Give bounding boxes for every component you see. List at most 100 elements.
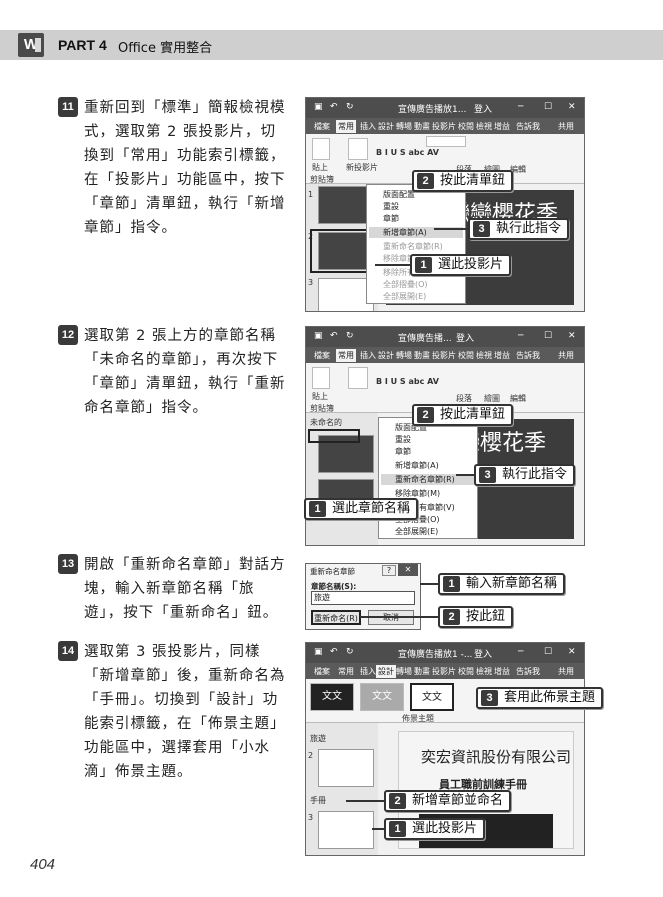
slide-thumbnail-1[interactable] xyxy=(318,186,374,224)
tab-slideshow[interactable]: 投影片 xyxy=(432,122,456,131)
login-link[interactable]: 登入 xyxy=(474,105,493,115)
menu-remove-section[interactable]: 移除章節(M) xyxy=(383,254,429,263)
theme-thumb-droplet[interactable]: 文文 xyxy=(410,683,454,711)
tab-review[interactable]: 校閱 xyxy=(458,122,474,131)
menu-add-section[interactable]: 新增章節(A) xyxy=(369,227,463,238)
tab-view[interactable]: 檢視 xyxy=(476,122,492,131)
tab-design[interactable]: 設計 xyxy=(378,351,394,360)
slide-thumbnail-2[interactable] xyxy=(318,749,374,787)
minimize-icon[interactable]: ─ xyxy=(518,647,524,657)
tab-design[interactable]: 設計 xyxy=(376,665,396,678)
tab-addins[interactable]: 增益 xyxy=(494,351,510,360)
login-link[interactable]: 登入 xyxy=(456,334,475,344)
tab-home[interactable]: 常用 xyxy=(338,667,354,676)
step-text: 重新回到「標準」簡報檢視模式，選取第 2 張投影片，切換到「常用」功能索引標籤，… xyxy=(84,100,286,236)
maximize-icon[interactable]: ☐ xyxy=(544,331,553,341)
minimize-icon[interactable]: ─ xyxy=(518,331,524,341)
menu-layout[interactable]: 版面配置 xyxy=(395,423,427,432)
new-slide-icon[interactable] xyxy=(348,367,368,389)
undo-icon[interactable]: ↶ xyxy=(330,331,338,341)
section-travel[interactable]: 旅遊 xyxy=(310,734,326,743)
tab-insert[interactable]: 插入 xyxy=(360,351,376,360)
tab-file[interactable]: 檔案 xyxy=(314,667,330,676)
share-button[interactable]: 共用 xyxy=(558,122,574,131)
menu-remove-all-sections[interactable]: 移除所有章節(V) xyxy=(395,503,455,512)
menu-rename-section[interactable]: 重新命名章節(R) xyxy=(383,242,443,251)
paste-icon[interactable] xyxy=(312,367,330,389)
menu-section[interactable]: 章節 xyxy=(395,447,411,456)
save-icon[interactable]: ▣ xyxy=(314,647,323,657)
tab-review[interactable]: 校閱 xyxy=(458,351,474,360)
tab-transitions[interactable]: 轉場 xyxy=(396,122,412,131)
section-name-label[interactable]: 未命名的 xyxy=(310,418,342,427)
tab-review[interactable]: 校閱 xyxy=(458,667,474,676)
redo-icon[interactable]: ↻ xyxy=(346,647,354,657)
undo-icon[interactable]: ↶ xyxy=(330,102,338,112)
tab-home[interactable]: 常用 xyxy=(336,120,356,133)
tab-slideshow[interactable]: 投影片 xyxy=(432,667,456,676)
redo-icon[interactable]: ↻ xyxy=(346,331,354,341)
tab-addins[interactable]: 增益 xyxy=(494,667,510,676)
tab-view[interactable]: 檢視 xyxy=(476,351,492,360)
maximize-icon[interactable]: ☐ xyxy=(544,102,553,112)
menu-reset[interactable]: 重設 xyxy=(395,435,411,444)
menu-reset[interactable]: 重設 xyxy=(383,202,399,211)
help-button[interactable]: ? xyxy=(382,565,396,576)
close-icon[interactable]: ✕ xyxy=(568,647,576,657)
share-button[interactable]: 共用 xyxy=(558,667,574,676)
menu-expand-all[interactable]: 全部展開(E) xyxy=(383,292,427,301)
share-button[interactable]: 共用 xyxy=(558,351,574,360)
menu-expand-all[interactable]: 全部展開(E) xyxy=(395,527,439,536)
slide-thumbnail-3[interactable] xyxy=(318,278,374,311)
dialog-close-button[interactable]: ✕ xyxy=(398,564,418,576)
tab-animations[interactable]: 動畫 xyxy=(414,351,430,360)
menu-collapse-all[interactable]: 全部摺疊(O) xyxy=(395,515,440,524)
tab-file[interactable]: 檔案 xyxy=(314,351,330,360)
save-icon[interactable]: ▣ xyxy=(314,331,323,341)
redo-icon[interactable]: ↻ xyxy=(346,102,354,112)
close-icon[interactable]: ✕ xyxy=(568,331,576,341)
tab-file[interactable]: 檔案 xyxy=(314,122,330,131)
new-slide-icon[interactable] xyxy=(348,138,368,160)
slide-thumbnail-pane: 1 2 3 xyxy=(306,184,378,311)
font-size-box[interactable] xyxy=(426,136,466,147)
theme-thumb-1[interactable]: 文文 xyxy=(310,683,354,711)
paste-icon[interactable] xyxy=(312,138,330,160)
tab-insert[interactable]: 插入 xyxy=(360,667,376,676)
menu-section[interactable]: 章節 xyxy=(383,214,399,223)
menu-add-section[interactable]: 新增章節(A) xyxy=(395,461,439,470)
tab-insert[interactable]: 插入 xyxy=(360,122,376,131)
section-name-input[interactable]: 旅遊 xyxy=(311,591,415,605)
menu-layout[interactable]: 版面配置 xyxy=(383,190,415,199)
menu-collapse-all[interactable]: 全部摺疊(O) xyxy=(383,280,428,289)
tab-transitions[interactable]: 轉場 xyxy=(396,667,412,676)
tell-me-box[interactable]: 告訴我 xyxy=(516,667,540,676)
undo-icon[interactable]: ↶ xyxy=(330,647,338,657)
section-handbook[interactable]: 手冊 xyxy=(310,796,326,805)
tab-transitions[interactable]: 轉場 xyxy=(396,351,412,360)
tab-design[interactable]: 設計 xyxy=(378,122,394,131)
minimize-icon[interactable]: ─ xyxy=(518,102,524,112)
theme-thumb-2[interactable]: 文文 xyxy=(360,683,404,711)
close-icon[interactable]: ✕ xyxy=(568,102,576,112)
save-icon[interactable]: ▣ xyxy=(314,102,323,112)
slide-thumbnail-2[interactable] xyxy=(318,232,374,270)
tab-home[interactable]: 常用 xyxy=(336,349,356,362)
tab-slideshow[interactable]: 投影片 xyxy=(432,351,456,360)
menu-remove-section[interactable]: 移除章節(M) xyxy=(395,489,441,498)
tab-animations[interactable]: 動畫 xyxy=(414,667,430,676)
tab-animations[interactable]: 動畫 xyxy=(414,122,430,131)
font-format-buttons[interactable]: B I U S abc AV xyxy=(376,377,439,386)
font-format-buttons[interactable]: B I U S abc AV xyxy=(376,148,439,157)
tell-me-box[interactable]: 告訴我 xyxy=(516,122,540,131)
clipboard-group-label: 剪貼簿 xyxy=(310,175,334,184)
slide-thumbnail-3[interactable] xyxy=(318,811,374,849)
login-link[interactable]: 登入 xyxy=(474,650,493,660)
tab-view[interactable]: 檢視 xyxy=(476,667,492,676)
tell-me-box[interactable]: 告訴我 xyxy=(516,351,540,360)
rename-button[interactable]: 重新命名(R) xyxy=(311,610,361,625)
tab-addins[interactable]: 增益 xyxy=(494,122,510,131)
menu-rename-section[interactable]: 重新命名章節(R) xyxy=(381,474,475,485)
maximize-icon[interactable]: ☐ xyxy=(544,647,553,657)
